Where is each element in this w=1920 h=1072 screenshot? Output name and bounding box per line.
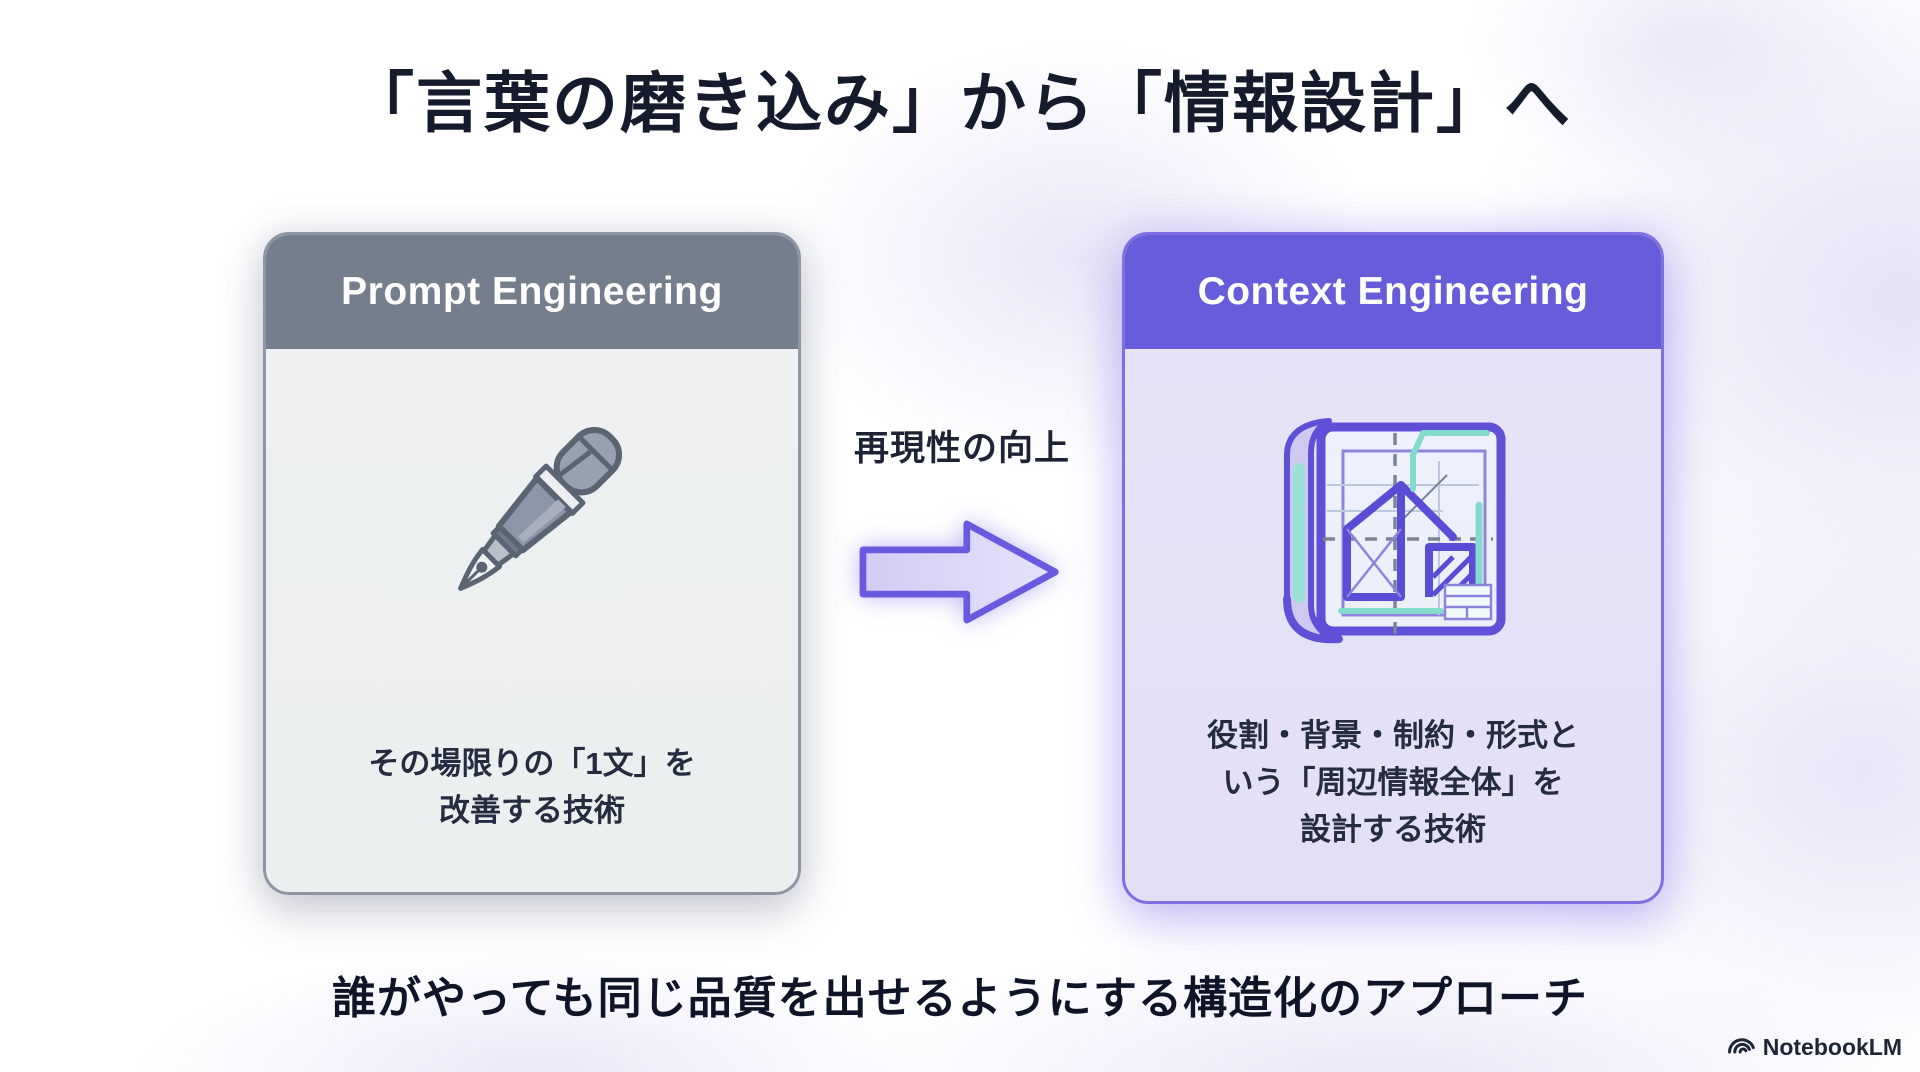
transition-arrow-group: 再現性の向上 — [836, 420, 1088, 652]
slide-title: 「言葉の磨き込み」から「情報設計」へ — [348, 66, 1572, 140]
prompt-card-description-line-2: 改善する技術 — [439, 792, 625, 828]
notebooklm-wordmark: NotebookLM — [1762, 1033, 1902, 1060]
footer-text: 誰がやっても同じ品質を出せるようにする構造化のアプローチ — [331, 974, 1589, 1023]
arrow-label: 再現性の向上 — [853, 429, 1070, 468]
context-card-description-line-3: 設計する技術 — [1300, 811, 1486, 847]
context-card-description-line-2: いう「周辺情報全体」を — [1222, 764, 1564, 800]
prompt-card-description: その場限りの「1文」を 改善する技術 — [368, 740, 695, 834]
blueprint-icon — [1243, 389, 1543, 670]
fountain-pen-icon — [382, 371, 682, 676]
context-card-header: Context Engineering — [1125, 235, 1661, 349]
prompt-card-body: その場限りの「1文」を 改善する技術 — [266, 349, 798, 892]
notebooklm-logo-icon — [1726, 1032, 1756, 1062]
right-arrow-icon — [859, 520, 1059, 624]
prompt-card-header: Prompt Engineering — [266, 235, 798, 349]
prompt-engineering-card: Prompt Engineering — [263, 232, 801, 895]
prompt-card-description-line-1: その場限りの「1文」を — [368, 745, 696, 781]
notebooklm-logo: NotebookLM — [1726, 1032, 1902, 1062]
context-engineering-card: Context Engineering — [1122, 232, 1664, 904]
context-card-body: 役割・背景・制約・形式と いう「周辺情報全体」を 設計する技術 — [1125, 349, 1661, 901]
context-card-description: 役割・背景・制約・形式と いう「周辺情報全体」を 設計する技術 — [1207, 712, 1579, 853]
context-card-description-line-1: 役割・背景・制約・形式と — [1207, 717, 1579, 753]
